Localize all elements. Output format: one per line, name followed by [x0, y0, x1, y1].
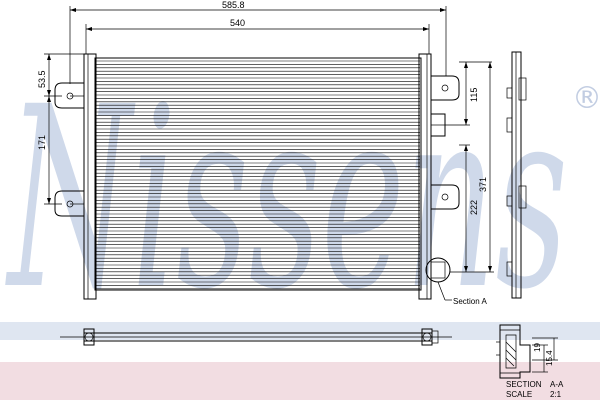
- bottom-view: [60, 328, 452, 346]
- dim-left-top-offset-label: 53.5: [37, 70, 47, 88]
- side-view: [506, 51, 527, 299]
- scale-value: 2:1: [550, 390, 562, 399]
- dim-right-top-offset: 115: [445, 61, 492, 126]
- section-title-value: A-A: [550, 380, 564, 389]
- dim-right-lower-height-label: 222: [469, 200, 479, 215]
- condenser-core: [94, 57, 422, 291]
- section-detail-dim-2: 15.4: [545, 350, 554, 366]
- section-detail: 19 15.4: [496, 324, 558, 379]
- dim-core-width-label: 540: [230, 18, 245, 28]
- left-tank: [83, 53, 97, 300]
- section-callout: Section A: [437, 281, 487, 306]
- dim-right-total-height: 371: [450, 62, 494, 273]
- dim-left-bracket-spacing-label: 171: [37, 135, 47, 150]
- watermark-band-blue: [0, 322, 600, 340]
- section-title-label: SECTION: [506, 380, 542, 389]
- dim-overall-width: 585.8: [69, 0, 447, 84]
- section-callout-label: Section A: [453, 297, 487, 306]
- core-fins: [96, 60, 420, 290]
- right-tank: [418, 53, 432, 300]
- section-detail-dim-1: 19: [533, 343, 542, 352]
- scale-label: SCALE: [506, 390, 532, 399]
- right-bracket-upper: [431, 75, 460, 101]
- right-bracket-lower: [431, 184, 460, 210]
- dim-right-lower-height: 222: [459, 144, 479, 272]
- dim-left-bracket-spacing: 171: [37, 96, 62, 205]
- dim-core-width: 540: [85, 18, 430, 54]
- dim-overall-width-label: 585.8: [222, 0, 245, 10]
- dim-left-top-offset: 53.5: [37, 53, 84, 97]
- registered-mark: ®: [572, 81, 600, 116]
- dim-right-top-offset-label: 115: [469, 88, 479, 102]
- dim-right-total-height-label: 371: [478, 177, 488, 192]
